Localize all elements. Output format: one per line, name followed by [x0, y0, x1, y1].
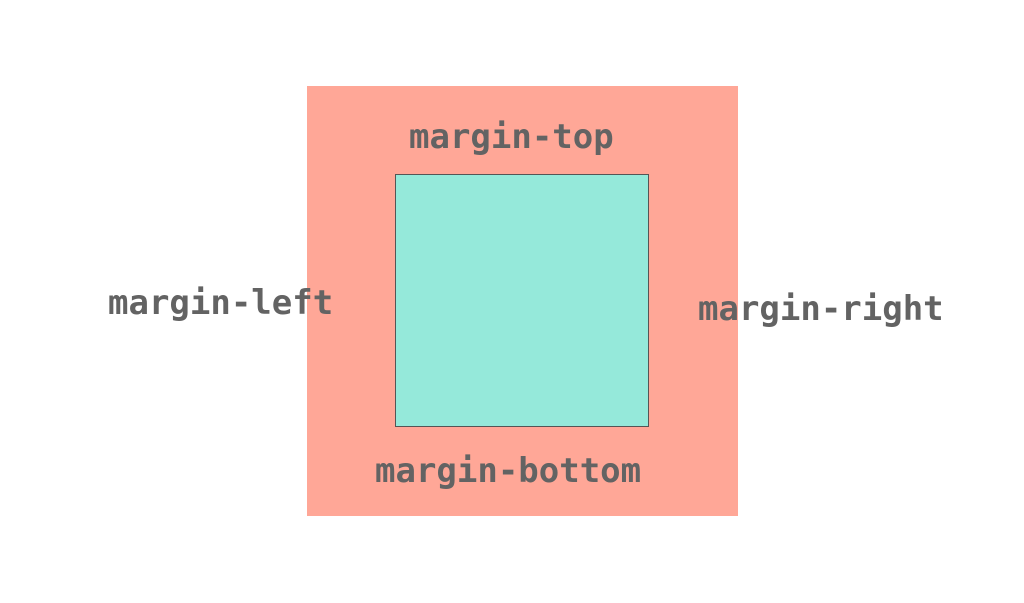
margin-right-label: margin-right: [698, 289, 944, 329]
margin-top-label: margin-top: [409, 117, 614, 157]
margin-left-label: margin-left: [108, 283, 334, 323]
content-box: [395, 174, 649, 427]
margin-bottom-label: margin-bottom: [375, 451, 642, 491]
